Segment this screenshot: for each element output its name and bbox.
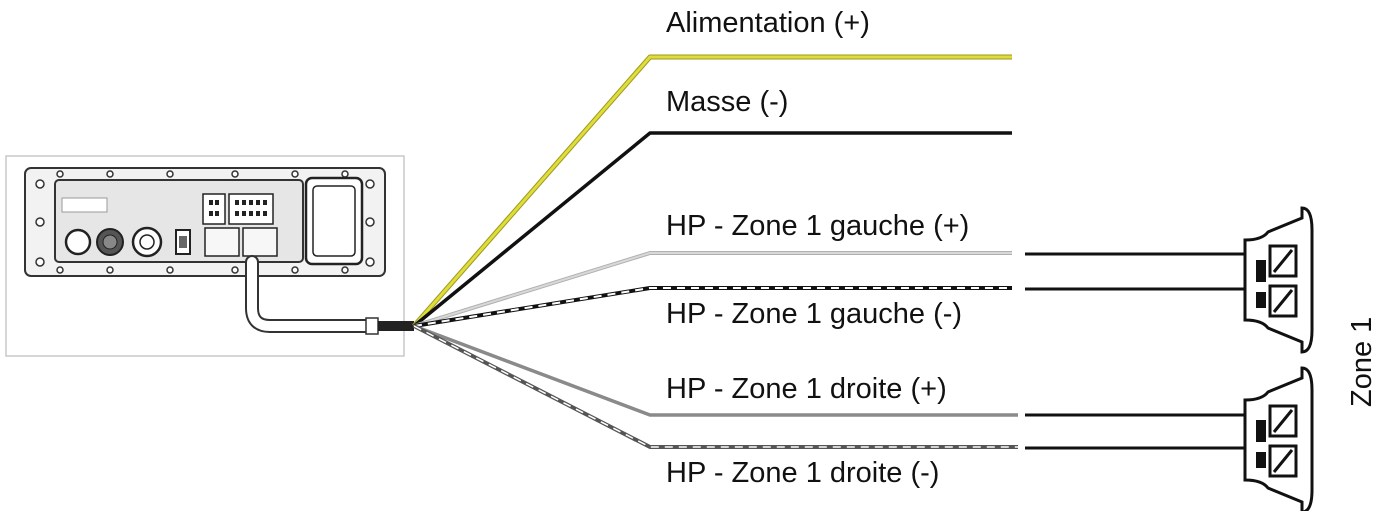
speaker-icon bbox=[1243, 366, 1314, 511]
speaker-leads bbox=[1025, 252, 1248, 450]
wire-zone1-left-minus-stripe bbox=[413, 287, 1012, 327]
wire-label-ground: Masse (-) bbox=[666, 86, 788, 118]
zone-label: Zone 1 bbox=[1346, 317, 1378, 407]
wire-label-zone1-right-plus: HP - Zone 1 droite (+) bbox=[666, 373, 947, 405]
amplifier-unit-icon bbox=[5, 155, 414, 357]
wire-power-core bbox=[412, 55, 1012, 327]
wire-zone1-right-minus-stripe bbox=[413, 325, 1018, 448]
wire-label-zone1-right-minus: HP - Zone 1 droite (-) bbox=[666, 457, 939, 489]
wire-zone1-right-plus bbox=[413, 324, 1018, 417]
wire-label-zone1-left-plus: HP - Zone 1 gauche (+) bbox=[666, 210, 969, 242]
wire-zone1-left-plus-core bbox=[413, 252, 1012, 327]
wire-label-power: Alimentation (+) bbox=[666, 7, 870, 39]
wire-ground bbox=[412, 131, 1012, 328]
wire-layer bbox=[412, 54, 1018, 449]
speaker-icon bbox=[1243, 206, 1314, 354]
wire-label-zone1-left-minus: HP - Zone 1 gauche (-) bbox=[666, 298, 962, 330]
